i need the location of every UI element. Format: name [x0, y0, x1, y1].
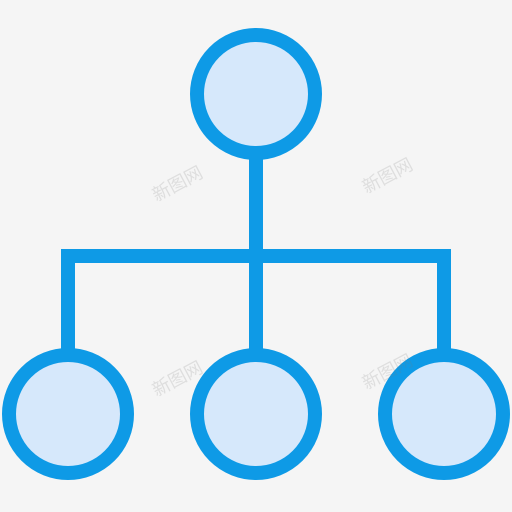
child-node-left-circle — [2, 348, 134, 480]
child-node-middle-circle — [190, 348, 322, 480]
child-node-right-circle — [378, 348, 510, 480]
root-node-circle — [190, 28, 322, 160]
connector-lines — [61, 150, 451, 360]
